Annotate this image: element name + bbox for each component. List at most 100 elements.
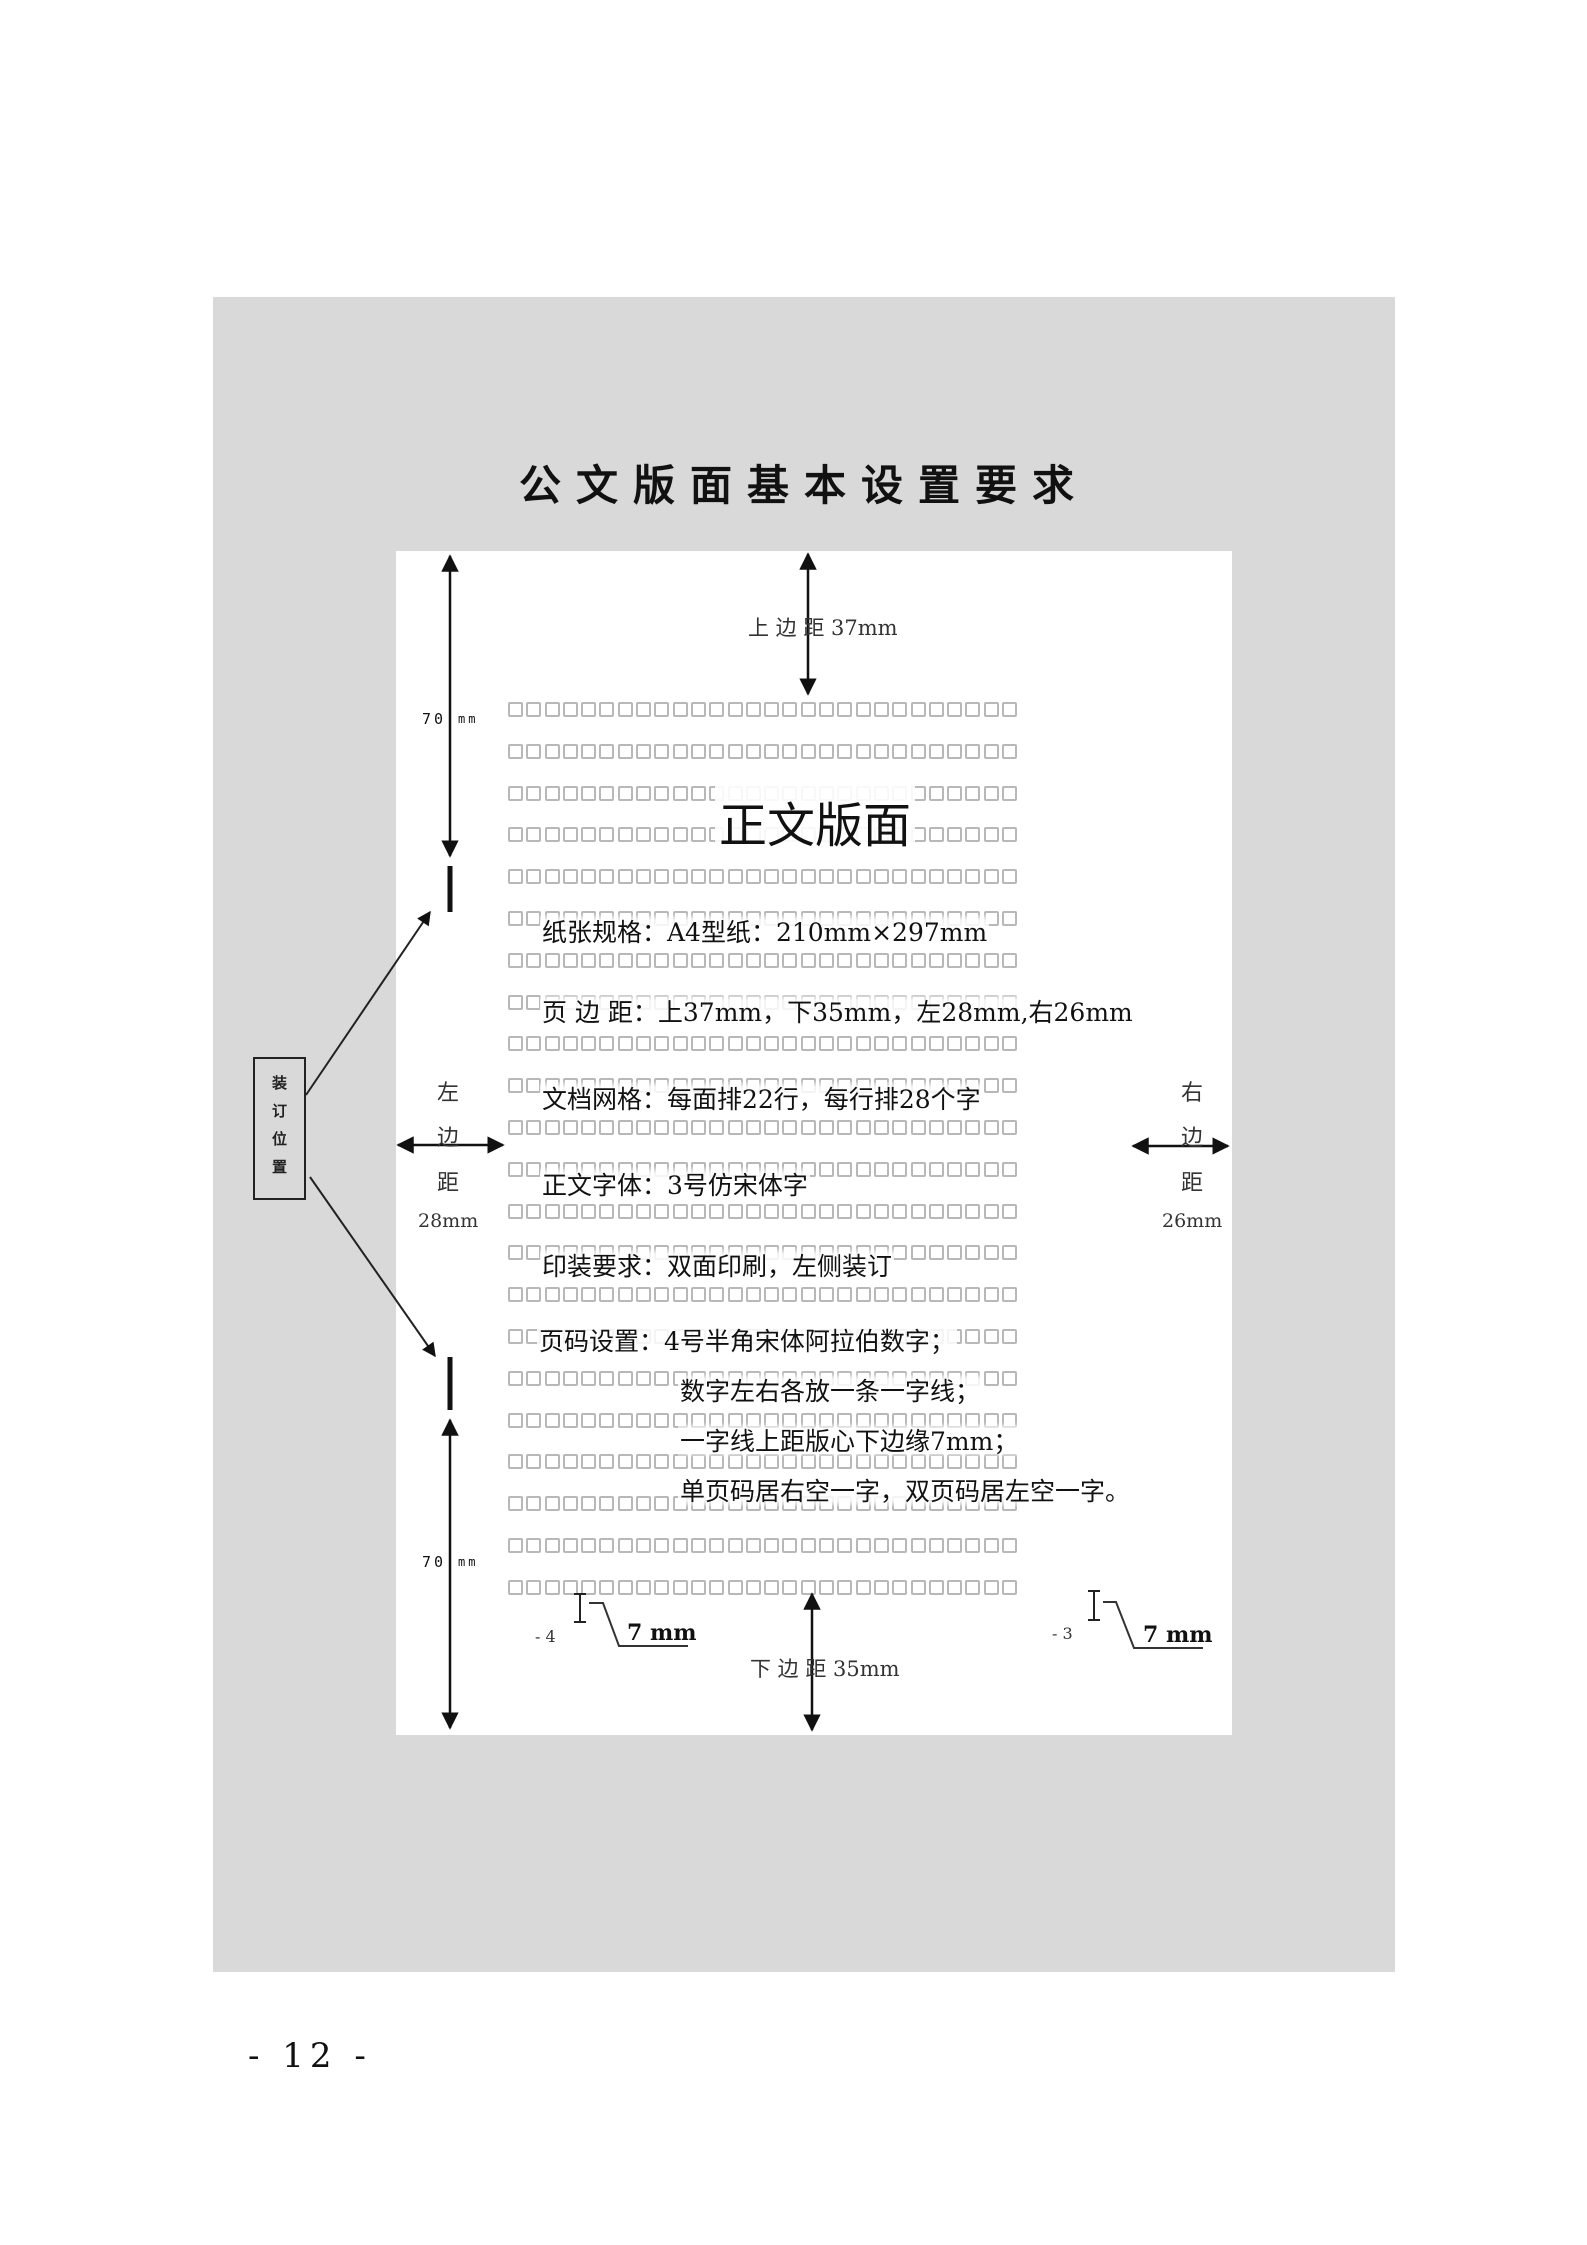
grid-cell — [910, 952, 926, 968]
grid-cell — [965, 827, 981, 843]
grid-cell — [1002, 1329, 1018, 1344]
grid-cell — [983, 702, 999, 717]
grid-cell — [672, 827, 688, 843]
grid-cell — [928, 1161, 944, 1177]
grid-row — [508, 1036, 1020, 1054]
binding-char: 装 — [271, 1074, 287, 1092]
grid-cell — [526, 785, 542, 801]
grid-cell — [526, 869, 542, 885]
spec-margins: 页 边 距：上37mm，下35mm，左28mm,右26mm — [540, 993, 1135, 1029]
grid-cell — [709, 1036, 725, 1052]
grid-cell — [544, 827, 560, 843]
grid-cell — [654, 1120, 670, 1135]
grid-cell — [562, 869, 578, 885]
grid-cell — [910, 1161, 926, 1177]
grid-cell — [837, 1579, 853, 1595]
grid-cell — [910, 1538, 926, 1553]
grid-cell — [636, 1538, 652, 1553]
grid-cell — [544, 1287, 560, 1303]
grid-cell — [526, 1412, 542, 1428]
grid-cell — [819, 1538, 835, 1553]
grid-cell — [617, 1496, 633, 1512]
grid-cell — [855, 1120, 871, 1135]
spec-page-number: 页码设置：4号半角宋体阿拉伯数字； — [537, 1322, 957, 1358]
grid-cell — [599, 1454, 615, 1470]
grid-cell — [892, 952, 908, 968]
grid-cell — [782, 702, 798, 717]
grid-cell — [727, 1538, 743, 1553]
grid-cell — [1002, 1538, 1018, 1553]
left-margin-char: 边 — [436, 1126, 459, 1151]
grid-cell — [672, 743, 688, 759]
binding-char: 置 — [271, 1158, 287, 1176]
grid-cell — [562, 1287, 578, 1303]
grid-cell — [892, 743, 908, 759]
grid-cell — [837, 1538, 853, 1553]
grid-cell — [581, 1579, 597, 1595]
grid-cell — [709, 1579, 725, 1595]
grid-cell — [1002, 869, 1018, 885]
grid-cell — [965, 702, 981, 717]
grid-cell — [544, 1370, 560, 1386]
grid-cell — [965, 1287, 981, 1303]
grid-cell — [745, 1203, 761, 1219]
grid-cell — [928, 827, 944, 843]
grid-cell — [764, 1579, 780, 1595]
grid-cell — [526, 1287, 542, 1303]
grid-cell — [910, 743, 926, 759]
grid-cell — [544, 1036, 560, 1052]
grid-cell — [526, 1538, 542, 1553]
grid-cell — [800, 1120, 816, 1135]
grid-cell — [983, 1078, 999, 1094]
grid-cell — [636, 1203, 652, 1219]
grid-cell — [672, 1579, 688, 1595]
grid-cell — [544, 1412, 560, 1428]
a4-page-sheet — [396, 551, 1232, 1735]
grid-cell — [965, 869, 981, 885]
grid-cell — [581, 1370, 597, 1386]
grid-cell — [617, 1412, 633, 1428]
grid-row — [508, 1579, 1020, 1598]
grid-cell — [1002, 785, 1018, 801]
grid-cell — [508, 1370, 523, 1386]
grid-cell — [709, 702, 725, 717]
grid-cell — [910, 1287, 926, 1303]
spec-page-number-position: 单页码居右空一字，双页码居左空一字。 — [678, 1472, 1133, 1508]
grid-cell — [599, 1496, 615, 1512]
grid-cell — [947, 827, 963, 843]
grid-cell — [636, 1412, 652, 1428]
grid-cell — [983, 1287, 999, 1303]
grid-cell — [599, 1538, 615, 1553]
grid-cell — [910, 1579, 926, 1595]
grid-cell — [581, 952, 597, 968]
grid-cell — [947, 952, 963, 968]
grid-cell — [636, 1454, 652, 1470]
grid-cell — [599, 743, 615, 759]
top-margin-label: 上 边 距 37mm — [748, 616, 898, 640]
grid-cell — [910, 1036, 926, 1052]
grid-cell — [526, 1496, 542, 1512]
grid-cell — [764, 702, 780, 717]
grid-cell — [873, 1120, 889, 1135]
grid-cell — [581, 1203, 597, 1219]
grid-cell — [819, 702, 835, 717]
grid-cell — [672, 1120, 688, 1135]
left-margin-value: 28mm — [418, 1210, 479, 1232]
grid-cell — [709, 1287, 725, 1303]
grid-cell — [745, 1120, 761, 1135]
grid-cell — [965, 1538, 981, 1553]
grid-cell — [709, 869, 725, 885]
grid-cell — [910, 1203, 926, 1219]
grid-cell — [599, 1203, 615, 1219]
grid-row — [508, 952, 1020, 971]
grid-cell — [764, 869, 780, 885]
grid-cell — [544, 869, 560, 885]
grid-row — [508, 1203, 1020, 1222]
right-margin-char: 距 — [1180, 1171, 1203, 1196]
grid-cell — [508, 1203, 523, 1219]
grid-cell — [508, 1538, 523, 1553]
grid-cell — [508, 1412, 523, 1428]
grid-cell — [562, 1203, 578, 1219]
grid-cell — [819, 1203, 835, 1219]
grid-cell — [910, 869, 926, 885]
